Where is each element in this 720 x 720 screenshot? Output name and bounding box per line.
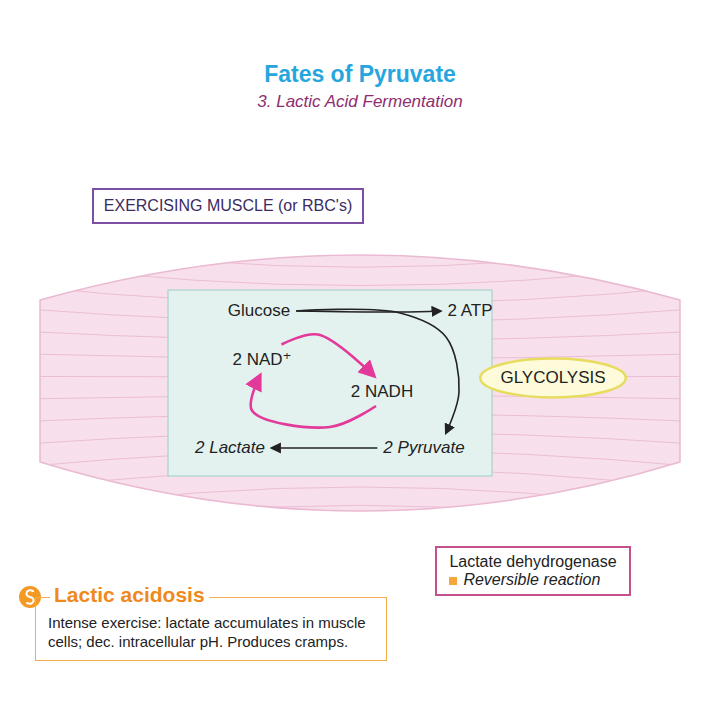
metabolite: 2 Lactate xyxy=(193,437,267,459)
node-label: 2 NADH xyxy=(351,382,413,402)
muscle-fiber xyxy=(30,505,690,533)
oval-shape xyxy=(480,359,626,398)
context-box: EXERCISING MUSCLE (or RBC's) xyxy=(92,188,364,224)
enzyme-note-text: Reversible reaction xyxy=(463,571,600,588)
enzyme-name: Lactate dehydrogenase xyxy=(449,553,616,571)
note-box: Lactic acidosisIntense exercise: lactate… xyxy=(35,597,387,661)
process-oval: GLYCOLYSIS xyxy=(478,357,628,399)
muscle-fiber xyxy=(30,264,690,285)
alert-icon-glyph xyxy=(26,590,33,603)
node-label: 2 Lactate xyxy=(195,438,265,458)
metabolite: 2 Pyruvate xyxy=(381,437,466,459)
bullet-square xyxy=(449,577,457,585)
node-label: EXERCISING MUSCLE (or RBC's) xyxy=(104,197,352,215)
flow-arrow xyxy=(296,309,459,433)
cofactor: 2 NAD⁺ xyxy=(230,348,293,371)
muscle-fiber xyxy=(30,242,690,267)
node-label: Glucose xyxy=(228,301,290,321)
enzyme-box: Lactate dehydrogenaseReversible reaction xyxy=(435,546,630,596)
node-label: 2 ATP xyxy=(447,301,492,321)
cell-panel xyxy=(168,290,492,476)
muscle-shape xyxy=(40,255,680,511)
flow-arrow xyxy=(282,334,374,376)
flow-arrow xyxy=(272,447,377,449)
note-heading: Lactic acidosis xyxy=(50,583,209,607)
node-label: 2 NAD⁺ xyxy=(232,349,291,370)
subtitle: 3. Lactic Acid Fermentation xyxy=(0,92,720,112)
cofactor: 2 NADH xyxy=(349,381,415,403)
note-body: Intense exercise: lactate accumulates in… xyxy=(48,614,374,652)
muscle-fibers xyxy=(30,197,690,556)
muscle-fiber xyxy=(30,197,690,230)
node-label: 2 Pyruvate xyxy=(383,438,464,458)
product: 2 ATP xyxy=(445,300,494,322)
muscle-fiber xyxy=(30,524,690,556)
node-label: GLYCOLYSIS xyxy=(500,368,605,388)
title: Fates of Pyruvate xyxy=(0,61,720,88)
enzyme-note: Reversible reaction xyxy=(449,571,616,589)
muscle-fiber xyxy=(30,487,690,511)
flow-arrow xyxy=(296,311,440,312)
metabolite: Glucose xyxy=(226,300,292,322)
